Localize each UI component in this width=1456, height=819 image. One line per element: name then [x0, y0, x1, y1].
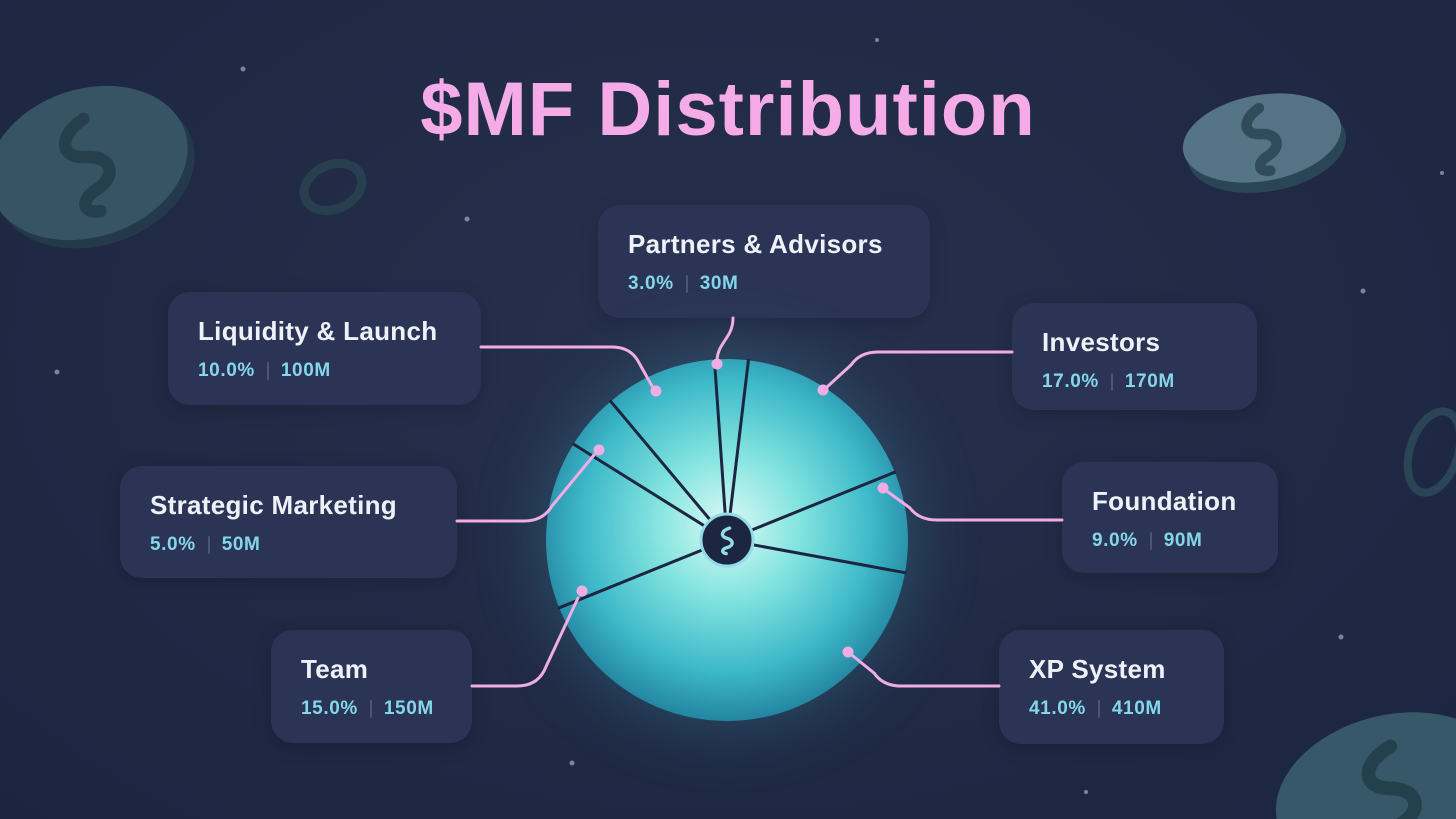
connector-dot-investors [817, 384, 829, 396]
pie-slice-boundary [725, 470, 897, 542]
value-divider [685, 275, 688, 293]
pie-slice-lines [557, 357, 907, 610]
mf-logo-icon [720, 526, 734, 556]
card-label: Team [301, 654, 369, 684]
connector-strategic [455, 453, 596, 523]
card-percent: 3.0% [628, 273, 674, 294]
card-values: 3.0% 30M [628, 273, 900, 295]
card-amount: 410M [1111, 698, 1162, 719]
card-values: 5.0% 50M [150, 534, 427, 556]
card-amount: 150M [383, 698, 434, 719]
pie-slice-boundary [557, 538, 729, 610]
connector-team [470, 596, 580, 688]
card-amount: 100M [280, 360, 331, 381]
card-investors: Investors 17.0% 170M [1012, 303, 1257, 410]
card-values: 41.0% 410M [1029, 698, 1194, 720]
value-divider [266, 362, 269, 380]
connector-investors [825, 350, 1014, 389]
card-amount: 30M [699, 273, 739, 294]
card-amount: 90M [1163, 530, 1203, 551]
value-divider [369, 700, 372, 718]
card-percent: 17.0% [1042, 371, 1099, 392]
card-team: Team 15.0% 150M [271, 630, 472, 743]
card-percent: 41.0% [1029, 698, 1086, 719]
card-values: 9.0% 90M [1092, 530, 1248, 552]
card-values: 15.0% 150M [301, 698, 442, 720]
card-amount: 50M [221, 534, 261, 555]
card-foundation: Foundation 9.0% 90M [1062, 462, 1278, 573]
center-coin [699, 512, 755, 568]
connector-dot-team [576, 585, 588, 597]
card-percent: 10.0% [198, 360, 255, 381]
connector-partners [715, 316, 735, 362]
connector-xp [851, 654, 1001, 688]
pie-slice-boundary [725, 538, 907, 575]
card-label: XP System [1029, 654, 1166, 684]
connector-dot-partners [711, 358, 723, 370]
pie-slice-boundary [572, 442, 729, 542]
mf-logo-icon [1363, 744, 1425, 819]
page-title: $MF Distribution [420, 67, 1036, 152]
pie-circle [546, 359, 908, 721]
value-divider [1149, 532, 1152, 550]
decor-coin-bottom-right [1275, 712, 1456, 819]
card-label: Partners & Advisors [628, 229, 883, 259]
connector-dot-liquidity [650, 385, 662, 397]
pie-slice-boundary [712, 357, 729, 542]
card-partners-advisors: Partners & Advisors 3.0% 30M [598, 205, 930, 318]
card-values: 10.0% 100M [198, 360, 451, 382]
card-strategic-marketing: Strategic Marketing 5.0% 50M [120, 466, 457, 578]
pie-slice-boundary [725, 358, 750, 542]
card-amount: 170M [1124, 371, 1175, 392]
card-label: Strategic Marketing [150, 490, 397, 520]
connector-foundation [886, 490, 1064, 522]
card-percent: 5.0% [150, 534, 196, 555]
card-liquidity-launch: Liquidity & Launch 10.0% 100M [168, 292, 481, 405]
connector-dot-xp [842, 646, 854, 658]
connector-dot-strategic [593, 444, 605, 456]
card-percent: 9.0% [1092, 530, 1138, 551]
card-values: 17.0% 170M [1042, 371, 1227, 393]
connector-dot-foundation [877, 482, 889, 494]
pie-slice-boundary [609, 399, 729, 542]
card-label: Investors [1042, 327, 1161, 357]
decor-ring-upper-left [299, 158, 367, 216]
value-divider [1097, 700, 1100, 718]
value-divider [207, 536, 210, 554]
card-label: Liquidity & Launch [198, 316, 438, 346]
decor-ring-right-edge [1403, 407, 1456, 497]
value-divider [1110, 373, 1113, 391]
connector-liquidity [479, 345, 654, 388]
card-xp-system: XP System 41.0% 410M [999, 630, 1224, 744]
card-label: Foundation [1092, 486, 1237, 516]
card-percent: 15.0% [301, 698, 358, 719]
